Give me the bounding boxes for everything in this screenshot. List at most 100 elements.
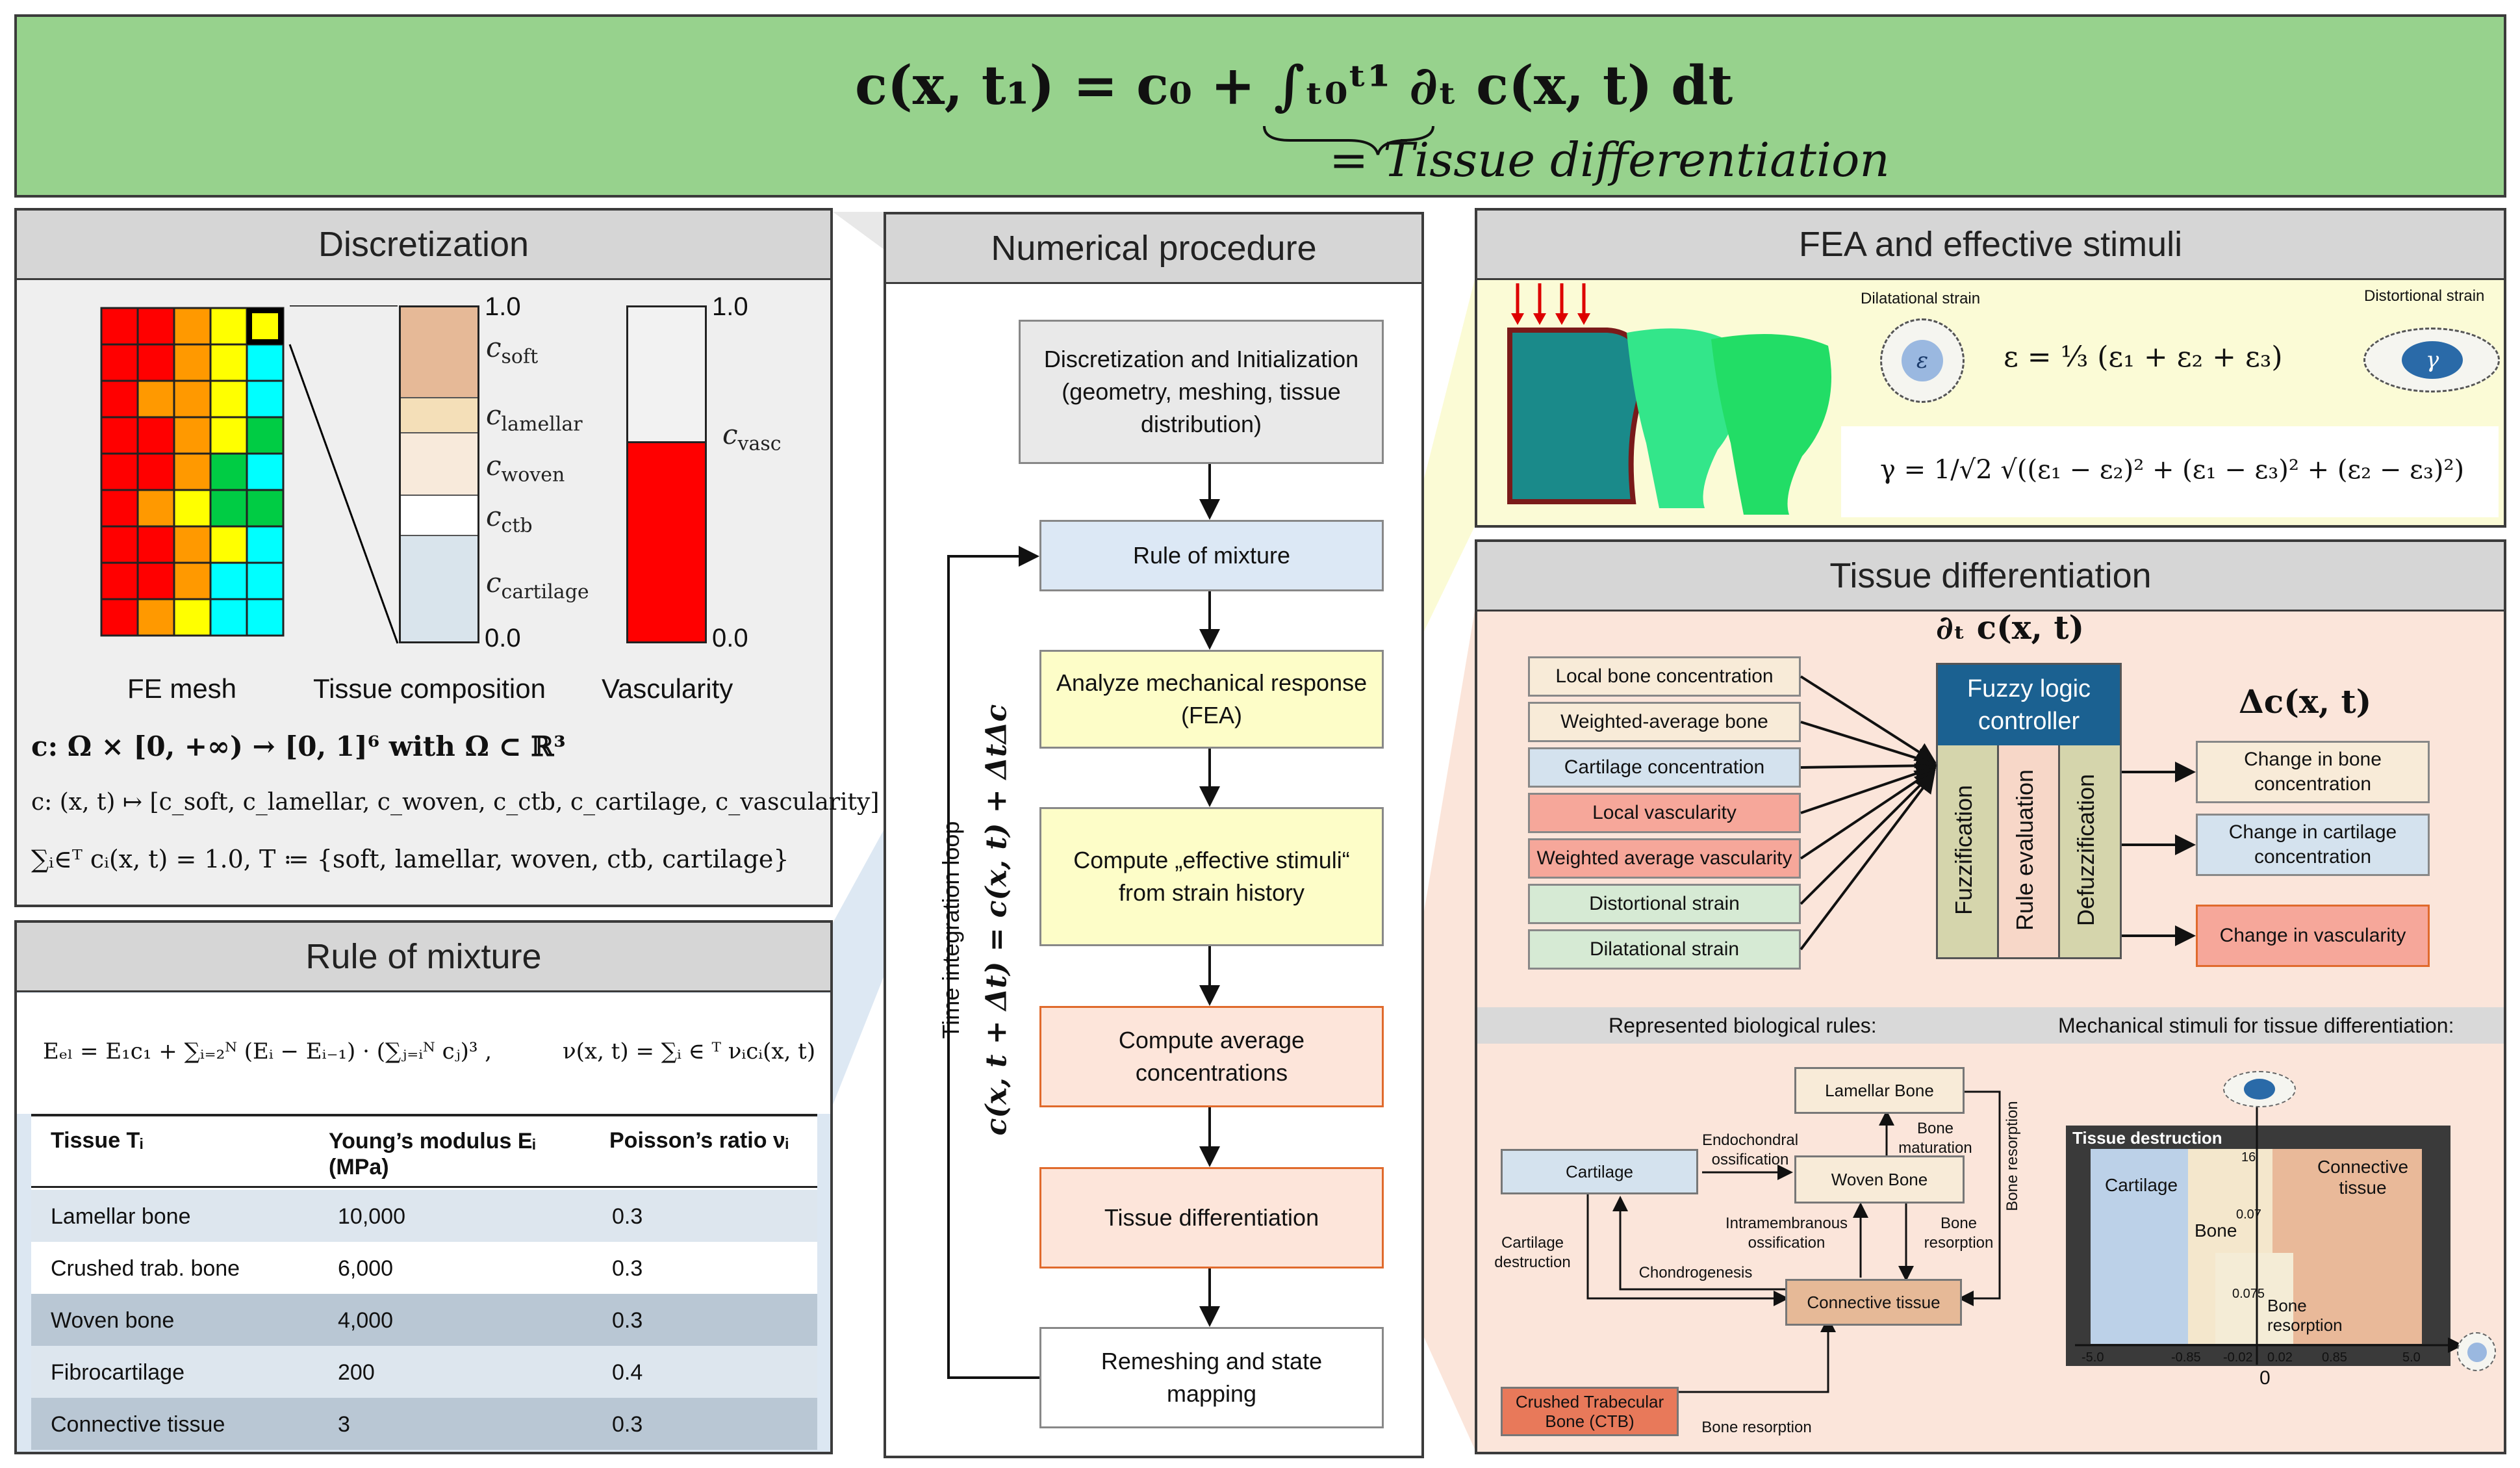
mesh-cell — [173, 525, 212, 564]
numerical-procedure-title: Numerical procedure — [886, 214, 1421, 284]
composition-label: Tissue composition — [313, 673, 546, 704]
composition-cartilage — [401, 536, 477, 641]
zoom-lines — [288, 305, 399, 644]
mesh-cell — [173, 489, 212, 528]
mesh-cell — [246, 561, 285, 600]
defuzzification-column — [2060, 745, 2120, 957]
step-rule-of-mixture: Rule of mixture — [1039, 520, 1384, 591]
mesh-cell — [100, 561, 139, 600]
discretization-title: Discretization — [17, 211, 830, 280]
discretization-math-3: ∑ᵢ∈ᵀ cᵢ(x, t) = 1.0, T ≔ {soft, lamellar… — [31, 845, 789, 873]
mesh-cell — [209, 452, 248, 491]
bio-connective-tissue: Connective tissue — [1785, 1279, 1962, 1326]
composition-soft — [401, 307, 477, 398]
distortional-icon: γ — [2363, 328, 2500, 393]
mesh-cell — [100, 598, 139, 637]
mesh-cell — [209, 561, 248, 600]
fea-title: FEA and effective stimuli — [1477, 211, 2504, 280]
mesh-cell — [100, 525, 139, 564]
mech-gamma-core — [2244, 1079, 2275, 1100]
step-discretization: Discretization and Initialization (geome… — [1019, 320, 1384, 464]
label-c-lamellar: clamellar — [486, 399, 583, 436]
mesh-cell — [246, 452, 285, 491]
mech-eps-core — [2467, 1343, 2487, 1362]
input-local-bone: Local bone concentration — [1528, 656, 1801, 697]
input-local-vascularity: Local vascularity — [1528, 793, 1801, 833]
mesh-cell — [136, 380, 175, 419]
composition-woven — [401, 433, 477, 496]
mech-origin: 0 — [2259, 1367, 2271, 1389]
mesh-cell — [173, 452, 212, 491]
tissue-diff-panel: Tissue differentiation ∂ₜ c(x, t) Δc(x, … — [1475, 539, 2506, 1454]
load-arrows — [1511, 283, 1590, 325]
rule-table: Tissue Tᵢ Young’s modulus Eᵢ (MPa) Poiss… — [31, 1114, 817, 1450]
input-arrow — [1800, 755, 1937, 777]
loop-label: Time integration loop — [937, 821, 964, 1039]
mech-axes — [2075, 1077, 2463, 1365]
input-weighted-vascularity: Weighted average vascularity — [1528, 838, 1801, 879]
mech-x-tick: 0.02 — [2267, 1350, 2293, 1365]
mech-label-resorption: Bone resorption — [2267, 1296, 2343, 1335]
eq-dilatational: ε = ⅓ (ε₁ + ε₂ + ε₃) — [2004, 341, 2283, 374]
fea-panel: FEA and effective stimuli Dilatational s… — [1475, 208, 2506, 528]
fuzzification-column — [1938, 745, 1999, 957]
input-arrow — [1800, 769, 1936, 905]
mech-eps-icon — [2457, 1332, 2496, 1371]
mesh-cell — [173, 307, 212, 346]
dilatational-label: Dilatational strain — [1861, 290, 1981, 307]
mech-label-connective: Connective tissue — [2317, 1157, 2409, 1198]
label-c-cartilage: ccartilage — [486, 567, 589, 604]
mesh-cell — [209, 525, 248, 564]
mesh-cell — [246, 343, 285, 382]
output-cartilage: Change in cartilage concentration — [2196, 814, 2430, 876]
step-remeshing: Remeshing and state mapping — [1039, 1327, 1384, 1428]
composition-tick-bottom: 0.0 — [485, 624, 521, 652]
mesh-cell — [100, 380, 139, 419]
mech-x-tick: 5.0 — [2402, 1350, 2421, 1365]
header-equation: c(x, t₁) = c₀ + ∫ₜ₀ᵗ¹ ∂ₜ c(x, t) dt — [855, 55, 1733, 117]
mech-tissue-destruction: Tissue destruction — [2072, 1128, 2222, 1148]
mech-x-tick: 0.85 — [2322, 1350, 2347, 1365]
dilatational-icon: ε — [1880, 318, 1965, 403]
mech-zone-cartilage — [2091, 1149, 2188, 1344]
mesh-cell — [209, 343, 248, 382]
eq-distortional-box: γ = 1/√2 √((ε₁ − ε₂)² + (ε₁ − ε₃)² + (ε₂… — [1841, 426, 2499, 517]
vascularity-label: Vascularity — [602, 673, 733, 704]
fe-mesh-label: FE mesh — [127, 673, 237, 704]
header-equation-banner: c(x, t₁) = c₀ + ∫ₜ₀ᵗ¹ ∂ₜ c(x, t) dt = Ti… — [14, 14, 2506, 198]
mech-label-cartilage: Cartilage — [2105, 1175, 2178, 1195]
rule-of-mixture-title: Rule of mixture — [17, 923, 830, 992]
mesh-cell — [209, 307, 248, 346]
label-endochondral: Endochondral ossification — [1701, 1131, 1799, 1168]
composition-ctb — [401, 496, 477, 536]
step-analyze-fea: Analyze mechanical response (FEA) — [1039, 650, 1384, 749]
distortional-label: Distortional strain — [2364, 287, 2485, 305]
mech-x-tick: -5.0 — [2081, 1350, 2104, 1365]
fuzzy-controller-title: Fuzzy logic controller — [1938, 665, 2120, 745]
mesh-cell — [136, 598, 175, 637]
input-arrow — [1800, 675, 1937, 764]
mesh-cell — [246, 525, 285, 564]
mesh-cell — [100, 343, 139, 382]
eq-distortional: γ = 1/√2 √((ε₁ − ε₂)² + (ε₁ − ε₃)² + (ε₂… — [1880, 455, 2465, 485]
mech-title: Mechanical stimuli for tissue differenti… — [2058, 1014, 2454, 1037]
arrow-chondrogenesis — [1612, 1196, 1785, 1291]
arrow-cartilage-destruction — [1586, 1194, 1789, 1306]
dilatational-core: ε — [1902, 340, 1943, 381]
composition-tick-top: 1.0 — [485, 292, 521, 321]
mesh-cell — [246, 489, 285, 528]
mesh-cell — [100, 489, 139, 528]
input-arrow — [1800, 721, 1937, 769]
arrow-ctb-resorption — [1679, 1317, 1836, 1393]
label-bone-resorption: Bone resorption — [1924, 1215, 1994, 1252]
mesh-cell — [136, 561, 175, 600]
input-distortional: Distortional strain — [1528, 884, 1801, 924]
mech-plot: Tissue destruction Cartilage Bone Connec… — [2066, 1126, 2450, 1366]
discretization-math-1: c: Ω × [0, +∞) → [0, 1]⁶ with Ω ⊂ ℝ³ — [31, 730, 566, 762]
arrow-resorption-right — [1958, 1090, 2001, 1306]
loop-arrow — [947, 546, 1039, 1379]
discretization-panel: Discretization 1.0 0.0 csoft clamellar c… — [14, 208, 879, 907]
label-c-soft: csoft — [486, 331, 539, 368]
